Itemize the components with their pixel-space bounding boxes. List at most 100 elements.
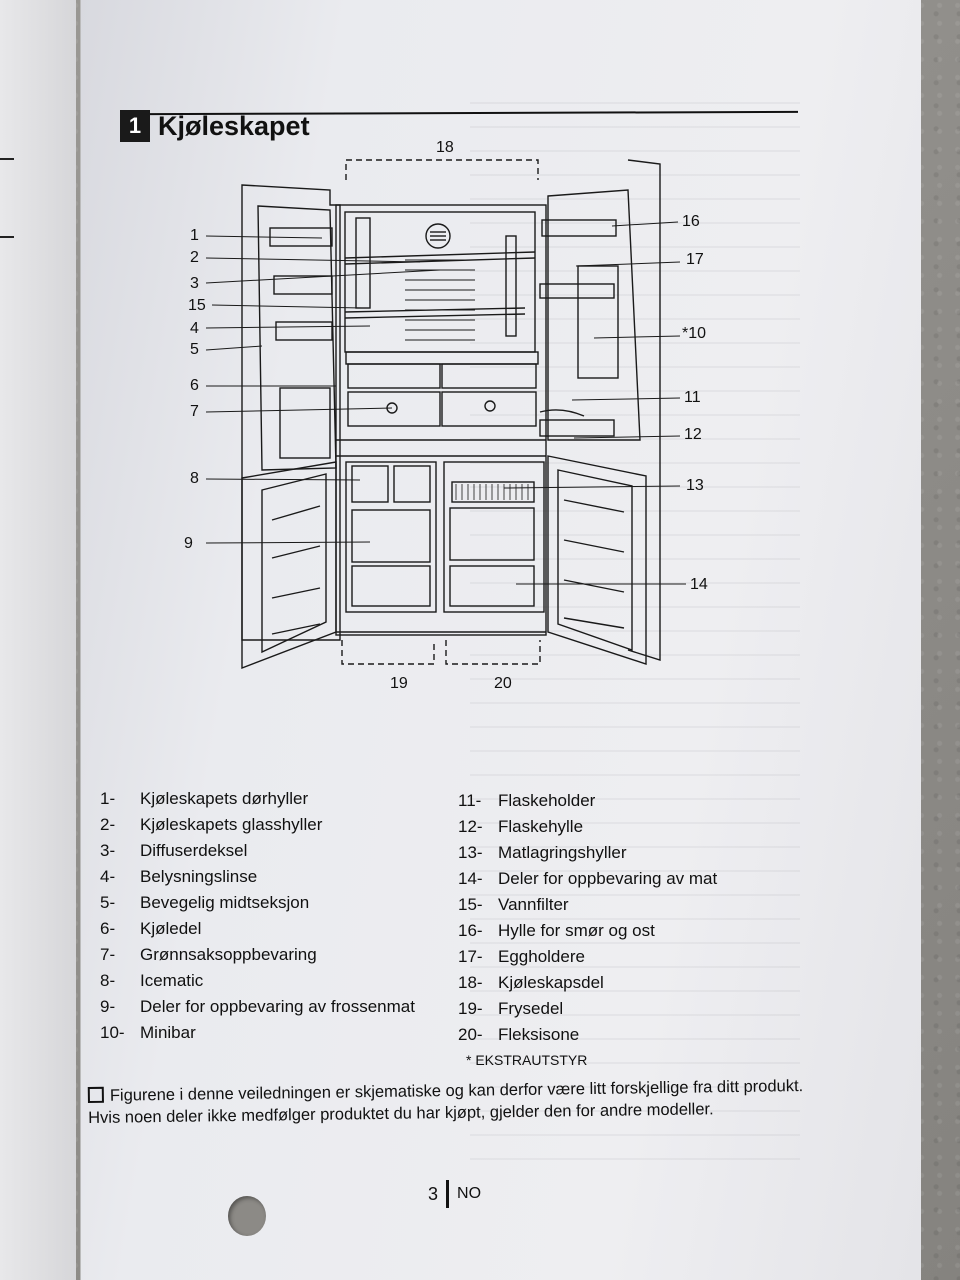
chiller-drawer xyxy=(441,363,537,389)
food-drawer xyxy=(449,565,535,607)
legend-number: 9- xyxy=(100,996,116,1016)
legend-number: 3- xyxy=(100,840,116,860)
bottle-shelf xyxy=(539,419,615,437)
legend-number: 18- xyxy=(458,972,483,992)
legend-number: 14- xyxy=(458,868,483,888)
callout-6: 6 xyxy=(190,377,199,394)
door-shelf xyxy=(273,275,333,295)
legend-label: Fleksisone xyxy=(498,1024,580,1044)
manual-page xyxy=(80,0,921,1280)
legend-item: 7- Grønnsaksoppbevaring xyxy=(100,942,415,968)
icematic-tray xyxy=(393,465,431,503)
legend-item: 16-Hylle for smør og ost xyxy=(458,918,717,944)
legend-number: 12- xyxy=(458,816,483,836)
note-text: Figurene i denne veiledningen er skjemat… xyxy=(88,1077,804,1128)
legend-item: 15-Vannfilter xyxy=(458,892,717,918)
legend-item: 17- Eggholdere xyxy=(458,944,717,970)
callout-7: 7 xyxy=(190,403,199,420)
legend-label: Matlagringshyller xyxy=(498,842,627,862)
legend-number: 10- xyxy=(100,1022,125,1042)
legend-number: 5- xyxy=(100,892,116,912)
legend-number: 7- xyxy=(100,944,116,964)
callout-3: 3 xyxy=(190,275,199,292)
callout-4: 4 xyxy=(190,320,199,337)
legend-label: Kjøledel xyxy=(140,918,202,938)
callout-16: 16 xyxy=(682,213,700,230)
legend-number: 17- xyxy=(458,946,483,966)
glass-shelf xyxy=(344,251,536,259)
callout-8: 8 xyxy=(190,470,199,487)
page-number: 3 xyxy=(428,1183,439,1204)
callout-10: *10 xyxy=(682,325,707,342)
legend-item: 6- Kjøledel xyxy=(100,916,415,942)
legend-label: Kjøleskapsdel xyxy=(498,972,604,992)
legend-number: 11- xyxy=(458,790,482,810)
flexzone-bracket xyxy=(445,640,541,665)
crisper-cover xyxy=(345,351,539,365)
legend-label: Kjøleskapets glasshyller xyxy=(140,814,323,834)
fridge-section-bracket xyxy=(345,159,539,180)
page-footer: 3 NO xyxy=(428,1180,481,1208)
callout-9: 9 xyxy=(184,535,193,552)
fan-icon xyxy=(425,223,451,249)
freezer-drawer xyxy=(351,565,431,607)
legend-item: 5-Bevegelig midtseksjon xyxy=(100,890,415,916)
legend-label: Icematic xyxy=(140,970,204,990)
legend-item: 9-Deler for oppbevaring av frossenmat xyxy=(100,994,415,1020)
legend-label: Flaskehylle xyxy=(498,816,584,836)
legend-item: 3- Diffuserdeksel xyxy=(100,838,415,864)
icematic-tray xyxy=(351,465,389,503)
callout-20: 20 xyxy=(494,675,512,692)
legend-label: Kjøleskapets dørhyller xyxy=(140,788,309,808)
bottle-holder xyxy=(539,409,585,417)
right-door-outline xyxy=(627,159,661,661)
legend-label: Deler for oppbevaring av mat xyxy=(498,868,718,888)
legend-item: 20- Fleksisone xyxy=(458,1022,717,1048)
glass-shelf xyxy=(344,313,526,319)
callout-19: 19 xyxy=(390,675,408,692)
previous-page-edge xyxy=(0,0,76,1280)
legend-number: 8- xyxy=(100,970,116,990)
callout-12: 12 xyxy=(684,426,702,443)
callout-14: 14 xyxy=(690,576,708,593)
right-upper-door xyxy=(547,189,641,441)
legend-item: 13- Matlagringshyller xyxy=(458,840,717,866)
butter-shelf xyxy=(541,219,617,237)
footer-divider xyxy=(446,1180,450,1208)
section-title: Kjøleskapet xyxy=(158,110,310,141)
water-filter xyxy=(355,217,371,309)
glass-shelf xyxy=(344,257,536,265)
left-lower-door xyxy=(241,461,337,670)
legend-number: 4- xyxy=(100,866,116,886)
freezer-drawer xyxy=(351,509,431,563)
legend-label: Flaskeholder xyxy=(498,790,596,810)
callout-1: 1 xyxy=(190,227,199,244)
legend-item: 2- Kjøleskapets glasshyller xyxy=(100,812,415,838)
callout-18: 18 xyxy=(436,139,454,156)
legend-item: 11- Flaskeholder xyxy=(458,788,717,814)
vegetable-drawer xyxy=(441,391,537,427)
right-lower-door xyxy=(547,455,647,665)
legend-number: 6- xyxy=(100,918,116,938)
text-mark xyxy=(0,158,14,160)
drawer-knob xyxy=(484,400,496,412)
callout-15: 15 xyxy=(188,297,206,314)
callout-2: 2 xyxy=(190,249,199,266)
legend-number: 2- xyxy=(100,814,116,834)
freezer-compartment xyxy=(345,461,437,613)
food-drawer xyxy=(449,507,535,561)
legend-label: Diffuserdeksel xyxy=(140,840,248,860)
legend-number: 13- xyxy=(458,842,483,862)
legend-label: Eggholdere xyxy=(498,946,585,966)
legend-item: 14- Deler for oppbevaring av mat xyxy=(458,866,717,892)
legend-item: 8- Icematic xyxy=(100,968,415,994)
legend-label: Belysningslinse xyxy=(140,866,258,886)
cabinet-body xyxy=(335,204,547,636)
legend-number: 20- xyxy=(458,1024,483,1044)
callout-11: 11 xyxy=(684,389,701,406)
section-heading: 1 Kjøleskapet xyxy=(120,106,310,146)
minibar xyxy=(577,265,619,379)
legend-label: Grønnsaksoppbevaring xyxy=(140,944,317,964)
legend-label: Hylle for smør og ost xyxy=(498,920,655,940)
